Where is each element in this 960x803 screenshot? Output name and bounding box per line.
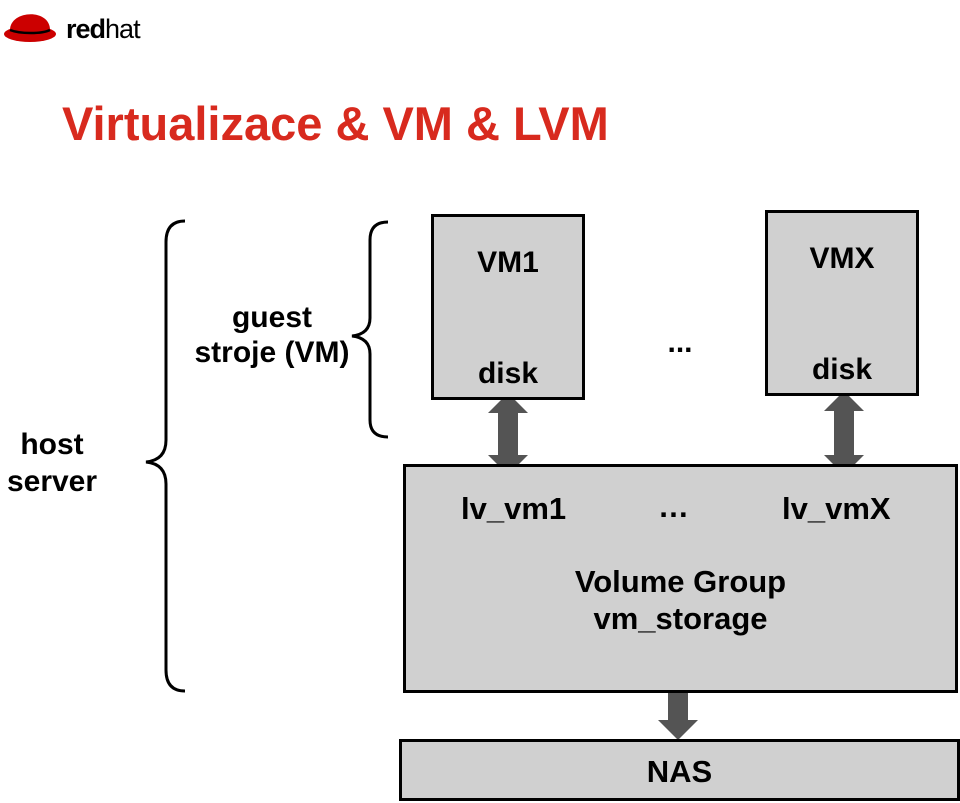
arrow-vm1 [488, 393, 528, 475]
stroje-label: stroje (VM) [194, 336, 350, 369]
vg-line1: Volume Group [574, 564, 787, 599]
brand-bold: red [66, 14, 106, 44]
guest-label: guest [231, 301, 312, 334]
volume-group-box: lv_vm1 … lv_vmX Volume Group vm_storage [403, 464, 958, 693]
host-brace [145, 219, 186, 693]
vm1-name: VM1 [477, 246, 539, 279]
server-label: server [6, 465, 98, 498]
lv-vmx-label: lv_vmX [782, 491, 891, 526]
nas-box: NAS [399, 739, 960, 801]
redhat-logo [4, 14, 56, 42]
brand-light: hat [105, 14, 141, 44]
volume-group-label: Volume Group vm_storage [406, 563, 955, 637]
nas-label: NAS [646, 754, 713, 789]
guest-brace [351, 220, 389, 439]
redhat-hat-icon [4, 14, 56, 42]
host-server-label: host server [0, 426, 104, 500]
vmx-name: VMX [809, 242, 875, 275]
page-title: Virtualizace & VM & LVM [62, 97, 609, 150]
vm1-disk: disk [477, 357, 539, 390]
host-label: host [20, 428, 84, 461]
vm-gap-dots: ... [667, 326, 693, 359]
lv-gap-dots: … [658, 489, 689, 524]
vm1-box: VM1 disk [431, 214, 585, 400]
redhat-wordmark: redhat [66, 14, 141, 45]
vg-line2: vm_storage [593, 601, 768, 636]
vmx-box: VMX disk [765, 210, 919, 396]
arrow-vmx [824, 391, 864, 475]
lv-vm1-label: lv_vm1 [461, 491, 567, 526]
guest-vm-label: guest stroje (VM) [180, 300, 364, 370]
vmx-disk: disk [811, 353, 873, 386]
